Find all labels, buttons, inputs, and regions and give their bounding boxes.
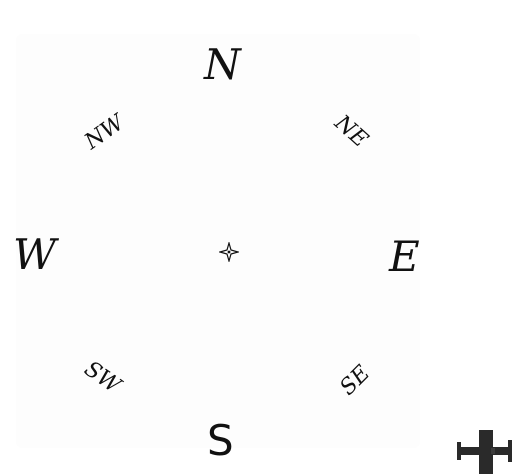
compass-center-star-icon <box>219 242 239 262</box>
compass-east-label: E <box>389 232 420 281</box>
compass-north-label: N <box>204 40 241 89</box>
airplane-icon[interactable] <box>455 422 515 476</box>
compass-west-label: W <box>13 230 57 279</box>
compass-south-label: S <box>207 416 234 465</box>
compass-background-panel <box>16 34 420 448</box>
